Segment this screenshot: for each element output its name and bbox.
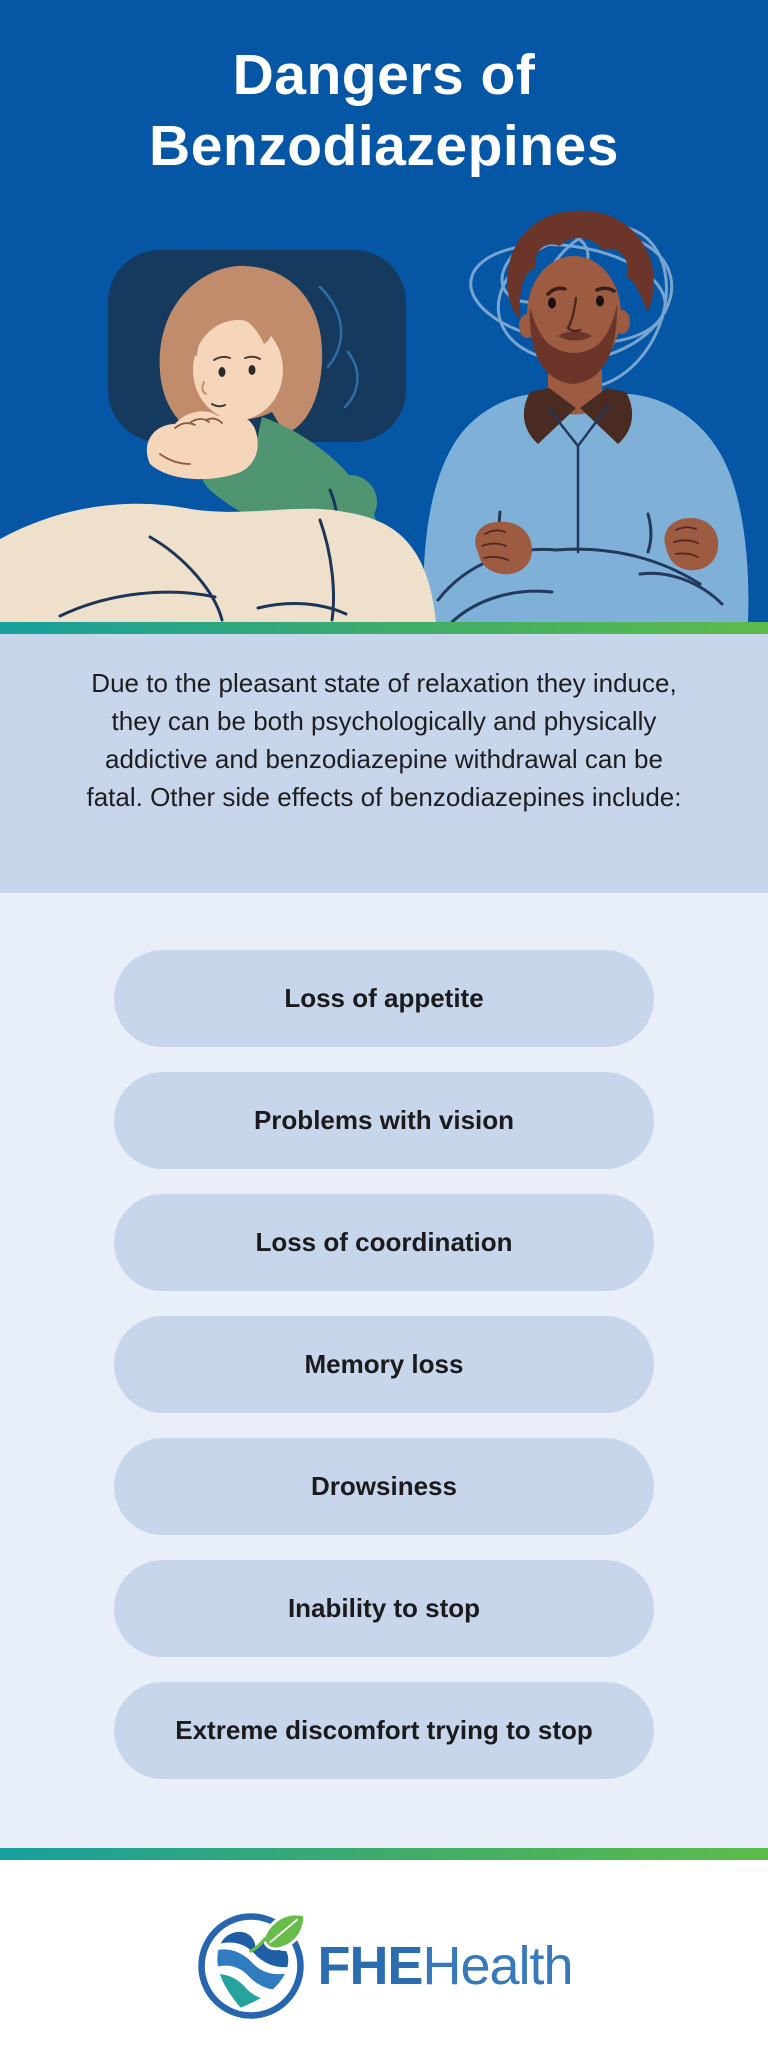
side-effect-label: Extreme discomfort trying to stop <box>175 1715 593 1745</box>
intro-section: Due to the pleasant state of relaxation … <box>0 634 768 893</box>
side-effect-pill: Memory loss <box>114 1316 654 1413</box>
woman-face <box>201 355 261 408</box>
title-line-1: Dangers of <box>232 43 536 107</box>
man-face <box>546 286 616 333</box>
woman-in-bed-illustration <box>0 250 436 622</box>
side-effect-label: Inability to stop <box>287 1593 481 1623</box>
fhe-health-logo-icon <box>198 1912 307 2019</box>
gradient-divider-bottom <box>0 1848 768 1860</box>
side-effect-pill: Loss of coordination <box>114 1194 654 1291</box>
brand-text-health: Health <box>422 1936 573 1996</box>
side-effect-label: Memory loss <box>304 1349 464 1379</box>
intro-paragraph: Due to the pleasant state of relaxation … <box>86 668 682 812</box>
brand-text-fhe: FHE <box>317 1936 423 1996</box>
side-effect-pill: Drowsiness <box>114 1438 654 1535</box>
man-crossed-arms-illustration <box>423 210 749 622</box>
side-effect-pill: Extreme discomfort trying to stop <box>114 1682 654 1779</box>
header: Dangers of Benzodiazepines <box>0 0 768 622</box>
blanket <box>0 503 436 622</box>
side-effect-label: Problems with vision <box>253 1105 515 1135</box>
logo-leaf <box>249 1912 307 1953</box>
gradient-divider-top <box>0 622 768 634</box>
brand-wordmark: FHEHealth <box>317 1936 573 1996</box>
side-effect-label: Loss of appetite <box>284 983 484 1013</box>
page-title: Dangers of Benzodiazepines <box>0 0 768 182</box>
side-effects-list: Loss of appetite Problems with vision Lo… <box>0 893 768 1848</box>
footer: FHEHealth <box>0 1860 768 2072</box>
side-effect-label: Loss of coordination <box>255 1227 513 1257</box>
logo-heart <box>206 1927 294 2017</box>
side-effect-pill: Loss of appetite <box>114 950 654 1047</box>
title-line-2: Benzodiazepines <box>149 114 619 178</box>
side-effect-pill: Inability to stop <box>114 1560 654 1657</box>
side-effect-label: Drowsiness <box>311 1471 457 1501</box>
side-effect-pill: Problems with vision <box>114 1072 654 1169</box>
hero-illustration <box>0 210 749 622</box>
